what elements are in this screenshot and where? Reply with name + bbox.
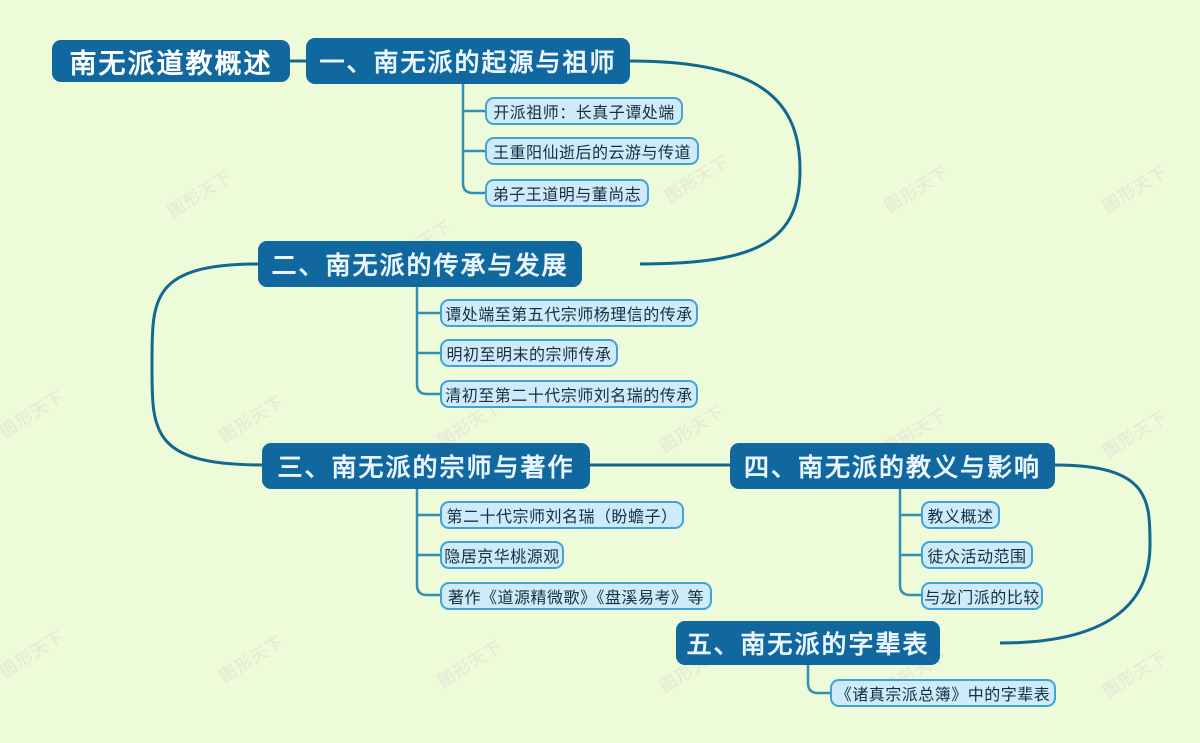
branch-label-5: 五、南无派的字辈表 bbox=[686, 630, 930, 659]
leaf-node-1-3[interactable]: 弟子王道明与董尚志 bbox=[485, 179, 649, 207]
leaf-node-3-3[interactable]: 著作《道源精微歌》《盘溪易考》等 bbox=[440, 582, 712, 610]
leaf-label-4-3: 与龙门派的比较 bbox=[924, 588, 1040, 607]
watermark: 图形天下 bbox=[1099, 162, 1172, 218]
leaf-label-1-1: 开派祖师：长真子谭处端 bbox=[493, 103, 675, 122]
leaf-label-1-2: 王重阳仙逝后的云游与传道 bbox=[493, 143, 692, 162]
root-node[interactable]: 南无派道教概述 bbox=[52, 40, 290, 82]
branch-label-1: 一、南无派的起源与祖师 bbox=[319, 48, 617, 77]
branch-node-2[interactable]: 二、南无派的传承与发展 bbox=[258, 241, 582, 287]
watermark: 图形天下 bbox=[434, 637, 507, 693]
root-label: 南无派道教概述 bbox=[69, 48, 273, 80]
leaf-node-5-1[interactable]: 《诸真宗派总簿》中的字辈表 bbox=[830, 679, 1056, 707]
leaf-node-1-2[interactable]: 王重阳仙逝后的云游与传道 bbox=[485, 137, 699, 165]
leaf-node-2-2[interactable]: 明初至明末的宗师传承 bbox=[440, 339, 618, 367]
watermark: 图形天下 bbox=[881, 162, 954, 218]
leaf-node-2-1[interactable]: 谭处端至第五代宗师杨理信的传承 bbox=[440, 299, 698, 327]
watermark: 图形天下 bbox=[1099, 407, 1172, 463]
branch-node-5[interactable]: 五、南无派的字辈表 bbox=[676, 621, 940, 665]
leaf-node-3-1[interactable]: 第二十代宗师刘名瑞（盼蟾子） bbox=[440, 501, 684, 529]
leaf-label-4-1: 教义概述 bbox=[927, 507, 994, 526]
watermark: 图形天下 bbox=[1099, 647, 1172, 703]
leaf-node-4-2[interactable]: 徒众活动范围 bbox=[921, 541, 1033, 569]
leaf-label-5-1: 《诸真宗派总簿》中的字辈表 bbox=[835, 685, 1051, 704]
leaf-label-1-3: 弟子王道明与董尚志 bbox=[492, 185, 642, 204]
leaf-node-2-3[interactable]: 清初至第二十代宗师刘名瑞的传承 bbox=[440, 380, 698, 408]
leaf-label-3-3: 著作《道源精微歌》《盘溪易考》等 bbox=[448, 588, 705, 607]
leaf-label-3-2: 隐居京华桃源观 bbox=[444, 547, 560, 566]
leaf-label-2-2: 明初至明末的宗师传承 bbox=[446, 345, 612, 364]
branch-node-3[interactable]: 三、南无派的宗师与著作 bbox=[262, 443, 590, 489]
watermark: 图形天下 bbox=[216, 632, 289, 688]
watermark: 图形天下 bbox=[0, 627, 69, 683]
branch-node-1[interactable]: 一、南无派的起源与祖师 bbox=[306, 38, 630, 84]
leaf-label-2-1: 谭处端至第五代宗师杨理信的传承 bbox=[445, 305, 693, 324]
leaf-node-4-3[interactable]: 与龙门派的比较 bbox=[921, 582, 1043, 610]
leaf-node-3-2[interactable]: 隐居京华桃源观 bbox=[440, 541, 564, 569]
branch-node-4[interactable]: 四、南无派的教义与影响 bbox=[730, 443, 1055, 489]
leaf-label-2-3: 清初至第二十代宗师刘名瑞的传承 bbox=[445, 386, 693, 405]
leaf-node-4-1[interactable]: 教义概述 bbox=[921, 501, 1000, 529]
branch-label-4: 四、南无派的教义与影响 bbox=[744, 453, 1042, 482]
branch-label-2: 二、南无派的传承与发展 bbox=[271, 251, 569, 280]
leaf-label-4-2: 徒众活动范围 bbox=[927, 547, 1027, 566]
leaf-label-3-1: 第二十代宗师刘名瑞（盼蟾子） bbox=[446, 507, 678, 526]
watermark: 图形天下 bbox=[216, 392, 289, 448]
watermark: 图形天下 bbox=[164, 167, 237, 223]
branch-label-3: 三、南无派的宗师与著作 bbox=[277, 453, 575, 482]
watermark: 图形天下 bbox=[0, 387, 69, 443]
leaf-node-1-1[interactable]: 开派祖师：长真子谭处端 bbox=[485, 97, 683, 125]
